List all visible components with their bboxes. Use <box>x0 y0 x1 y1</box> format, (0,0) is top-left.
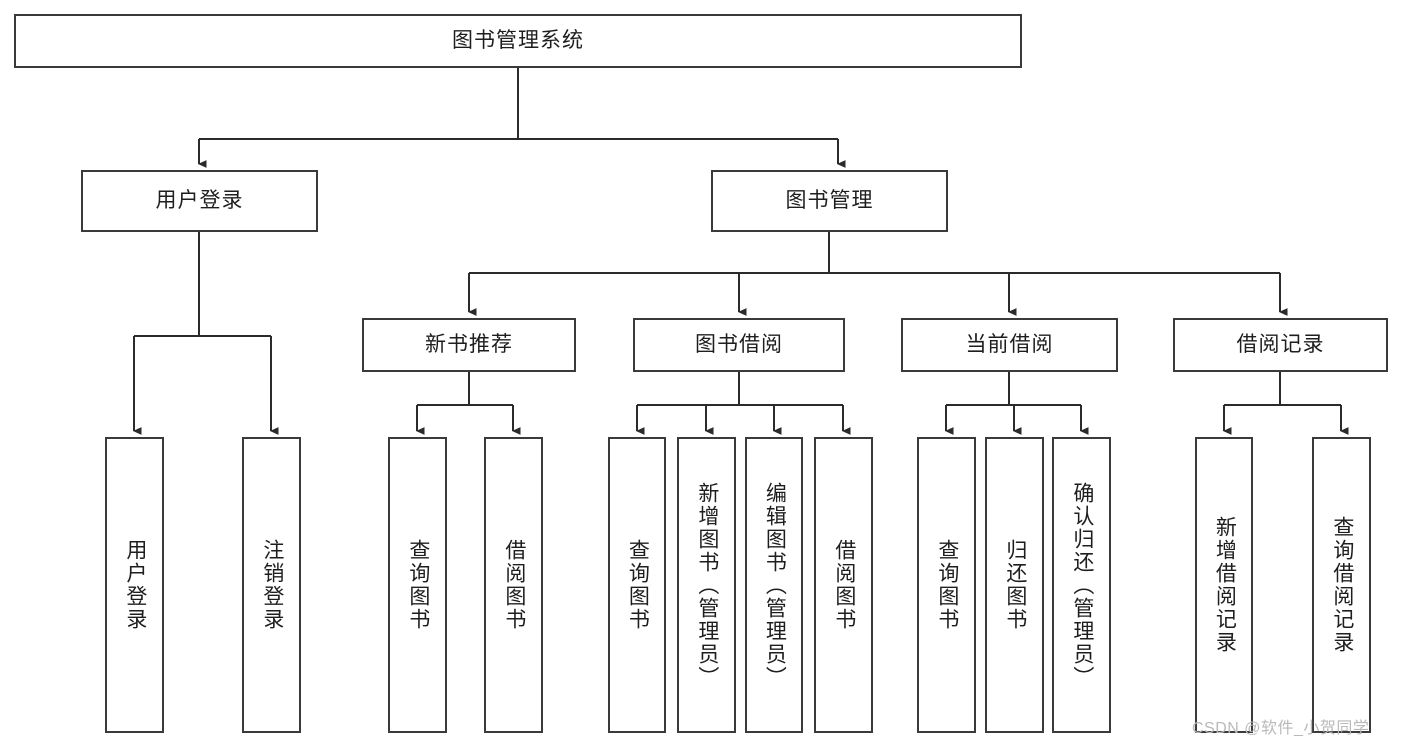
node-current-borrow-label: 当前借阅 <box>965 333 1054 357</box>
node-leaf-return-book-label: 归还图书 <box>1003 539 1027 631</box>
node-leaf-confirm-return-admin[interactable]: 确认归还（管理员） <box>1052 437 1111 733</box>
node-leaf-query-book-2[interactable]: 查询图书 <box>608 437 666 733</box>
node-root[interactable]: 图书管理系统 <box>14 14 1022 68</box>
node-leaf-query-borrow-record-label: 查询借阅记录 <box>1330 516 1354 654</box>
node-leaf-query-book-2-label: 查询图书 <box>626 539 650 631</box>
node-new-book-recommend[interactable]: 新书推荐 <box>362 318 576 372</box>
node-leaf-query-book-3-label: 查询图书 <box>935 539 959 631</box>
node-book-borrow-label: 图书借阅 <box>695 333 783 357</box>
node-leaf-query-book-3[interactable]: 查询图书 <box>917 437 976 733</box>
node-leaf-borrow-book-2-label: 借阅图书 <box>832 539 856 631</box>
node-leaf-add-book-admin-label: 新增图书（管理员） <box>695 481 719 689</box>
node-leaf-query-borrow-record[interactable]: 查询借阅记录 <box>1312 437 1371 733</box>
node-new-book-recommend-label: 新书推荐 <box>425 333 513 357</box>
node-leaf-query-book-1-label: 查询图书 <box>406 539 430 631</box>
node-leaf-borrow-book-1[interactable]: 借阅图书 <box>484 437 543 733</box>
node-leaf-return-book[interactable]: 归还图书 <box>985 437 1044 733</box>
node-leaf-edit-book-admin-label: 编辑图书（管理员） <box>763 481 787 689</box>
node-current-borrow[interactable]: 当前借阅 <box>901 318 1118 372</box>
node-user-login[interactable]: 用户登录 <box>81 170 318 232</box>
node-book-borrow[interactable]: 图书借阅 <box>633 318 845 372</box>
node-leaf-user-login[interactable]: 用户登录 <box>105 437 164 733</box>
node-leaf-query-book-1[interactable]: 查询图书 <box>388 437 447 733</box>
node-book-manage-label: 图书管理 <box>785 189 874 213</box>
node-leaf-borrow-book-2[interactable]: 借阅图书 <box>814 437 873 733</box>
node-leaf-add-borrow-record[interactable]: 新增借阅记录 <box>1195 437 1253 733</box>
node-leaf-add-borrow-record-label: 新增借阅记录 <box>1213 516 1237 654</box>
node-leaf-logout-login-label: 注销登录 <box>260 539 284 631</box>
node-leaf-logout-login[interactable]: 注销登录 <box>242 437 301 733</box>
node-borrow-record[interactable]: 借阅记录 <box>1173 318 1388 372</box>
csdn-watermark: CSDN @软件_小贺同学 <box>1192 720 1370 737</box>
node-leaf-edit-book-admin[interactable]: 编辑图书（管理员） <box>745 437 803 733</box>
node-leaf-add-book-admin[interactable]: 新增图书（管理员） <box>677 437 736 733</box>
node-leaf-borrow-book-1-label: 借阅图书 <box>502 539 526 631</box>
node-book-manage[interactable]: 图书管理 <box>711 170 948 232</box>
node-borrow-record-label: 借阅记录 <box>1236 333 1325 357</box>
node-leaf-confirm-return-admin-label: 确认归还（管理员） <box>1070 481 1094 689</box>
node-user-login-label: 用户登录 <box>155 189 244 213</box>
node-leaf-user-login-label: 用户登录 <box>123 539 147 631</box>
node-root-label: 图书管理系统 <box>452 29 584 53</box>
